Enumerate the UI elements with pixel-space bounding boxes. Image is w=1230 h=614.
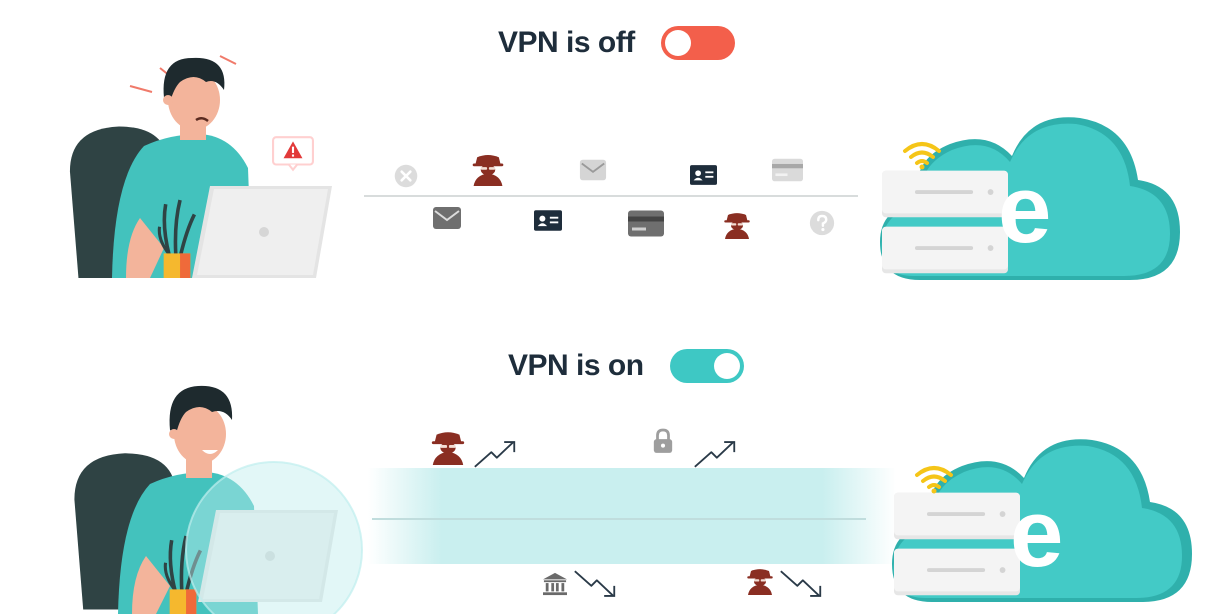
- server-cloud-illustration: e: [880, 112, 1180, 282]
- arrow-deflect-icon: [473, 438, 517, 470]
- vpn-off-heading: VPN is off: [498, 26, 735, 60]
- protected-user-illustration: [66, 356, 366, 614]
- shield-bubble: [185, 461, 363, 614]
- credit-card-icon: [628, 210, 664, 237]
- server-icon: [894, 548, 1020, 596]
- bank-icon: [542, 572, 568, 596]
- spy-icon: [429, 425, 467, 467]
- brand-letter: e: [998, 156, 1052, 263]
- vpn-off-label: VPN is off: [498, 26, 635, 59]
- vpn-off-toggle[interactable]: [660, 26, 735, 60]
- spy-icon: [470, 148, 506, 188]
- arrow-deflect-icon: [573, 568, 617, 600]
- vpn-on-label: VPN is on: [508, 349, 644, 382]
- vpn-on-heading: VPN is on: [508, 349, 744, 383]
- laptop-icon: [192, 186, 332, 278]
- server-icon: [882, 170, 1008, 218]
- server-icon: [894, 492, 1020, 540]
- question-icon: [808, 209, 836, 237]
- warning-icon: [272, 136, 314, 171]
- id-card-icon: [690, 165, 717, 185]
- vpn-on-toggle[interactable]: [669, 349, 744, 383]
- connection-line-protected: [372, 518, 866, 520]
- brand-letter: e: [1010, 480, 1064, 587]
- id-card-icon: [534, 210, 562, 231]
- spy-icon: [745, 562, 775, 598]
- arrow-deflect-icon: [779, 568, 823, 600]
- toggle-knob: [713, 353, 740, 379]
- server-icon: [882, 226, 1008, 274]
- vpn-tunnel: [368, 468, 896, 564]
- blocked-icon: [393, 163, 419, 189]
- spy-icon: [722, 206, 752, 242]
- credit-card-icon: [772, 158, 803, 182]
- toggle-knob: [664, 30, 691, 56]
- stressed-user-illustration: [60, 28, 340, 278]
- envelope-icon: [432, 206, 462, 230]
- server-cloud-illustration: e: [892, 434, 1192, 604]
- lock-icon: [652, 428, 674, 454]
- arrow-deflect-icon: [693, 438, 737, 470]
- envelope-icon: [579, 158, 607, 182]
- connection-line-unprotected: [364, 195, 858, 197]
